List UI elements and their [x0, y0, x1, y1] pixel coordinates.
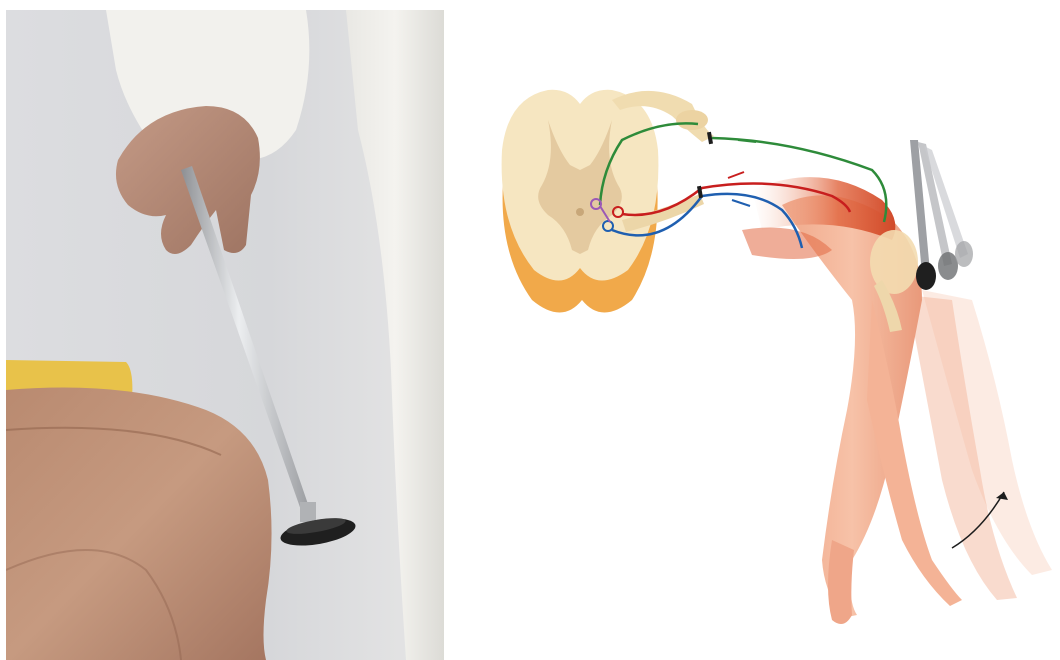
- reflex-hammer-neck: [300, 502, 316, 522]
- reflex-arc-svg: [452, 0, 1060, 660]
- reflex-hammer-icon: [910, 140, 973, 290]
- reflex-test-photo-svg: [6, 10, 444, 660]
- foot: [828, 540, 854, 624]
- reflex-test-photo: [6, 10, 444, 660]
- central-canal: [576, 208, 584, 216]
- spinal-cord-cross-section: [502, 90, 659, 313]
- reflex-arc-illustration: [452, 0, 1060, 660]
- dorsal-root-ganglion: [676, 110, 708, 130]
